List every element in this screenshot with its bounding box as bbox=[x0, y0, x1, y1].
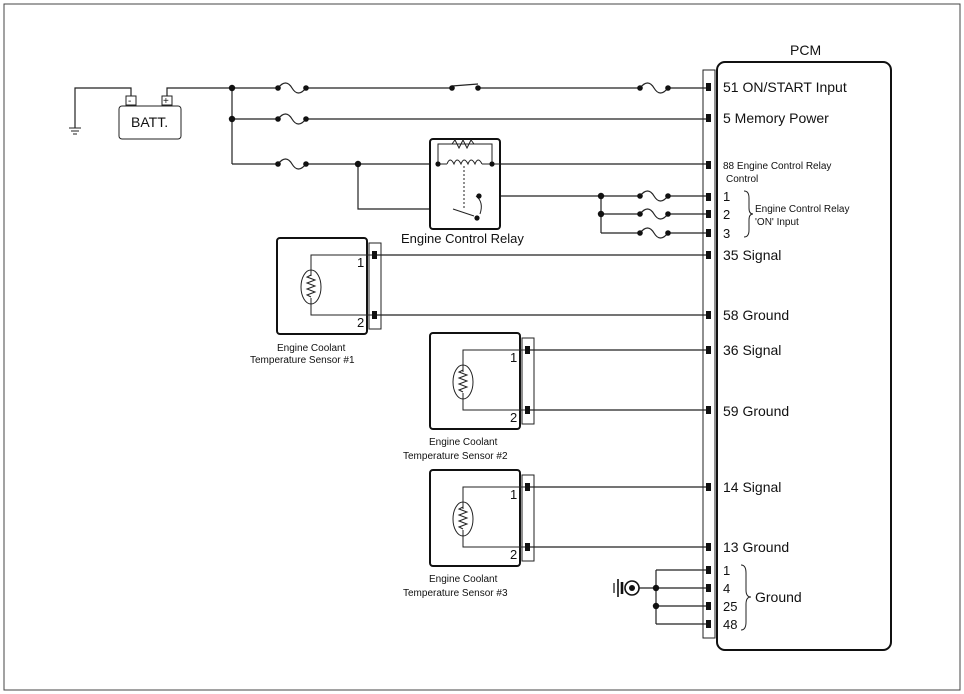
pcm-pin-g1 bbox=[706, 566, 711, 574]
pcm-pin-14 bbox=[706, 483, 711, 491]
sensor-3-connector bbox=[521, 474, 535, 562]
battery-label: BATT. bbox=[131, 114, 168, 130]
battery-pos-wire bbox=[166, 87, 232, 96]
fuse-memory bbox=[277, 113, 307, 125]
ect-sensor-1: 1 2 Engine Coolant Temperature Sensor #1 bbox=[250, 237, 706, 366]
pcm-pin-51 bbox=[706, 83, 711, 91]
sensor-2-box bbox=[429, 332, 521, 430]
sensor-2-connector bbox=[521, 337, 535, 425]
pin-label-g1: 1 bbox=[723, 563, 730, 578]
fuse-on-3 bbox=[639, 227, 669, 239]
body-ground-icon bbox=[613, 579, 640, 597]
pcm-pin-88 bbox=[706, 161, 711, 169]
diagram-frame bbox=[3, 3, 961, 691]
pin-label-on2: 2 bbox=[723, 207, 730, 222]
pcm-pin-35 bbox=[706, 251, 711, 259]
sensor-2-label-line2: Temperature Sensor #2 bbox=[403, 451, 508, 462]
sensor-1-connector bbox=[368, 242, 382, 330]
chassis-ground-icon bbox=[69, 127, 81, 135]
pcm-pin-g25 bbox=[706, 602, 711, 610]
relay-label: Engine Control Relay bbox=[401, 231, 524, 246]
pin-label-on3: 3 bbox=[723, 226, 730, 241]
pin-label-88: 88 Engine Control Relay bbox=[723, 161, 831, 172]
pin-label-88-cont: Control bbox=[726, 174, 758, 185]
relay-on-brace bbox=[743, 190, 754, 238]
fuse-on-1 bbox=[639, 190, 669, 202]
fuse-on-2 bbox=[639, 208, 669, 220]
pcm-connector-strip bbox=[702, 69, 716, 639]
pcm-ground-wiring bbox=[613, 569, 706, 625]
relay-coil bbox=[446, 159, 483, 166]
sensor-3-label-line2: Temperature Sensor #3 bbox=[403, 588, 508, 599]
pin-label-59: 59 Ground bbox=[723, 403, 789, 419]
ect-sensor-2: 1 2 Engine Coolant Temperature Sensor #2 bbox=[403, 332, 706, 462]
relay-resistor bbox=[451, 138, 475, 150]
engine-control-relay: Engine Control Relay bbox=[401, 138, 524, 246]
sensor-3-pin1: 1 bbox=[510, 487, 517, 502]
pcm-pin-on1 bbox=[706, 193, 711, 201]
pin-label-51: 51 ON/START Input bbox=[723, 79, 847, 95]
sensor-3-label-line1: Engine Coolant bbox=[429, 574, 498, 585]
pcm-pin-g48 bbox=[706, 620, 711, 628]
sensor-3-box bbox=[429, 469, 521, 567]
junction-dots bbox=[228, 84, 671, 236]
pcm-title: PCM bbox=[790, 42, 821, 58]
ground-brace bbox=[740, 564, 752, 631]
pcm-pin-on3 bbox=[706, 229, 711, 237]
sensor-2-pin1: 1 bbox=[510, 350, 517, 365]
battery: - + BATT. bbox=[69, 87, 232, 140]
pcm-pin-36 bbox=[706, 346, 711, 354]
pcm-box bbox=[716, 61, 892, 651]
pcm-pin-59 bbox=[706, 406, 711, 414]
sensor-3-thermistor bbox=[452, 501, 474, 537]
sensor-1-thermistor bbox=[300, 269, 322, 305]
battery-box bbox=[118, 105, 182, 140]
pin-label-g48: 48 bbox=[723, 617, 737, 632]
sensor-1-pin2: 2 bbox=[357, 315, 364, 330]
ignition-switch bbox=[451, 83, 479, 87]
sensor-2-label-line1: Engine Coolant bbox=[429, 437, 498, 448]
sensor-1-label-line1: Engine Coolant bbox=[277, 343, 346, 354]
battery-pos-sign: + bbox=[163, 96, 169, 107]
battery-neg-sign: - bbox=[128, 96, 131, 107]
power-wiring bbox=[231, 82, 706, 239]
sensor-3-pin2: 2 bbox=[510, 547, 517, 562]
relay-contact-arm bbox=[452, 208, 475, 217]
ground-group-label: Ground bbox=[755, 589, 802, 605]
pcm-pin-labels: 51 ON/START Input 5 Memory Power 88 Engi… bbox=[723, 79, 850, 632]
pin-label-g4: 4 bbox=[723, 581, 730, 596]
pcm-pins bbox=[706, 83, 711, 628]
relay-on-group-line1: Engine Control Relay bbox=[755, 204, 850, 215]
pin-label-36: 36 Signal bbox=[723, 342, 781, 358]
pcm-module: PCM bbox=[702, 42, 892, 651]
pin-label-13: 13 Ground bbox=[723, 539, 789, 555]
fuse-relay bbox=[277, 158, 307, 170]
pin-label-35: 35 Signal bbox=[723, 247, 781, 263]
pcm-pin-13 bbox=[706, 543, 711, 551]
sensor-1-label-line2: Temperature Sensor #1 bbox=[250, 355, 355, 366]
pcm-pin-g4 bbox=[706, 584, 711, 592]
pcm-pin-5 bbox=[706, 114, 711, 122]
pcm-pin-58 bbox=[706, 311, 711, 319]
sensor-2-thermistor bbox=[452, 364, 474, 400]
pin-label-on1: 1 bbox=[723, 189, 730, 204]
pin-label-5: 5 Memory Power bbox=[723, 110, 829, 126]
pin-label-14: 14 Signal bbox=[723, 479, 781, 495]
pcm-pin-on2 bbox=[706, 210, 711, 218]
sensor-1-pin1: 1 bbox=[357, 255, 364, 270]
pin-label-g25: 25 bbox=[723, 599, 737, 614]
sensor-2-pin2: 2 bbox=[510, 410, 517, 425]
fuse-on-start-1 bbox=[277, 82, 307, 94]
ect-sensor-3: 1 2 Engine Coolant Temperature Sensor #3 bbox=[403, 469, 706, 599]
relay-on-group-line2: 'ON' Input bbox=[755, 217, 799, 228]
fuse-on-start-2 bbox=[639, 82, 669, 94]
pin-label-58: 58 Ground bbox=[723, 307, 789, 323]
sensor-1-box bbox=[276, 237, 368, 335]
battery-neg-wire bbox=[74, 87, 132, 128]
relay-box bbox=[429, 138, 501, 230]
